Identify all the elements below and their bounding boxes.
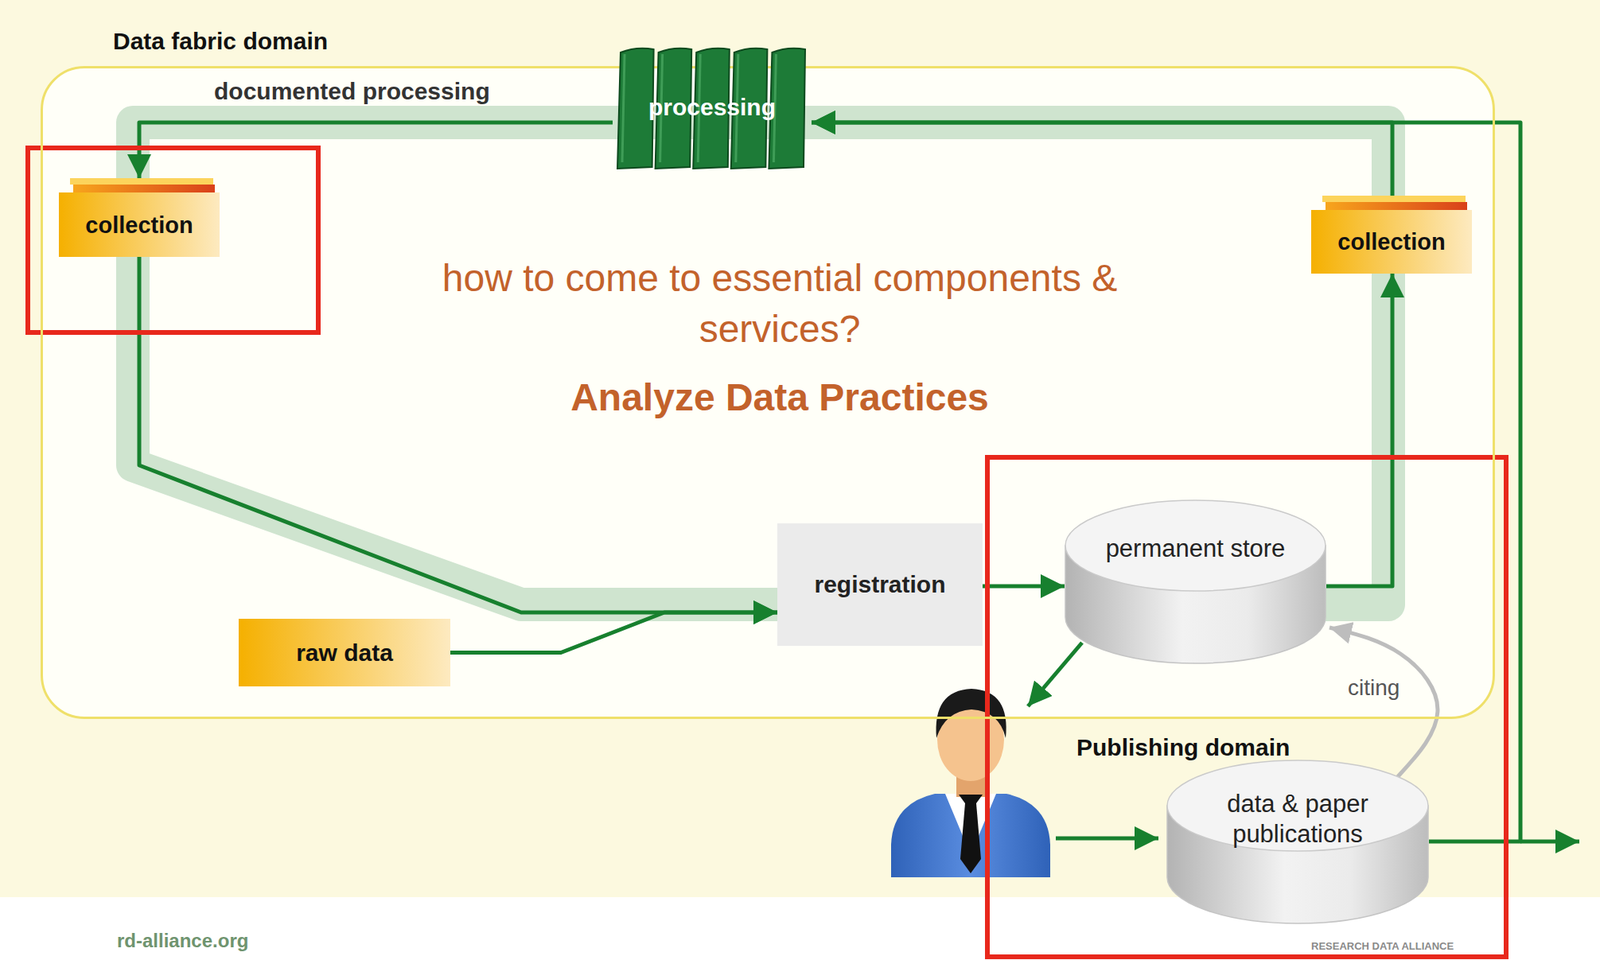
domain-heading: Publishing domain [1076, 733, 1290, 763]
watermark: RESEARCH DATA ALLIANCE [1311, 940, 1454, 954]
node-text: collection [1337, 226, 1445, 257]
output-arrow [1520, 840, 1580, 845]
process-box: processing [612, 46, 812, 169]
store-cylinder: permanent store [1064, 499, 1327, 664]
collection-box: collection [58, 178, 220, 257]
collection-box: collection [1311, 195, 1472, 274]
edge-label: citing [1344, 674, 1403, 702]
raw-data-box: raw data [238, 618, 451, 687]
publish-arrow [1055, 836, 1159, 841]
node-text: collection [85, 210, 193, 241]
flow-arrow [982, 584, 1065, 589]
flow-arrow [450, 612, 778, 654]
node-text: data & paper publications [1200, 789, 1396, 850]
flow-arrow [139, 256, 778, 613]
node-text: raw data [295, 638, 394, 669]
edge-label: documented processing [214, 77, 491, 106]
region-heading: Data fabric domain [112, 27, 328, 55]
registration-box: registration [777, 523, 983, 647]
headline-text: Analyze Data Practices [362, 373, 1198, 422]
flow-arrow [811, 122, 1521, 842]
retrieve-arrow [1027, 642, 1083, 707]
flow-arrow [811, 122, 1393, 196]
region-fill [40, 66, 1495, 720]
citation-arrow [1329, 627, 1438, 778]
node-text: registration [813, 569, 946, 600]
question-text: how to come to essential components & se… [362, 253, 1198, 355]
publications-cylinder: data & paper publications [1166, 759, 1429, 924]
highlight-frame [987, 457, 1507, 958]
node-text: processing [648, 92, 776, 123]
highlight-frame [27, 147, 319, 333]
flow-arrow [1326, 273, 1393, 587]
store-cylinder-shape [1064, 499, 1327, 664]
watermark: rd-alliance.org [116, 929, 249, 954]
node-text: permanent store [1105, 533, 1286, 565]
flow-band [132, 122, 1389, 605]
ground [0, 0, 1600, 898]
